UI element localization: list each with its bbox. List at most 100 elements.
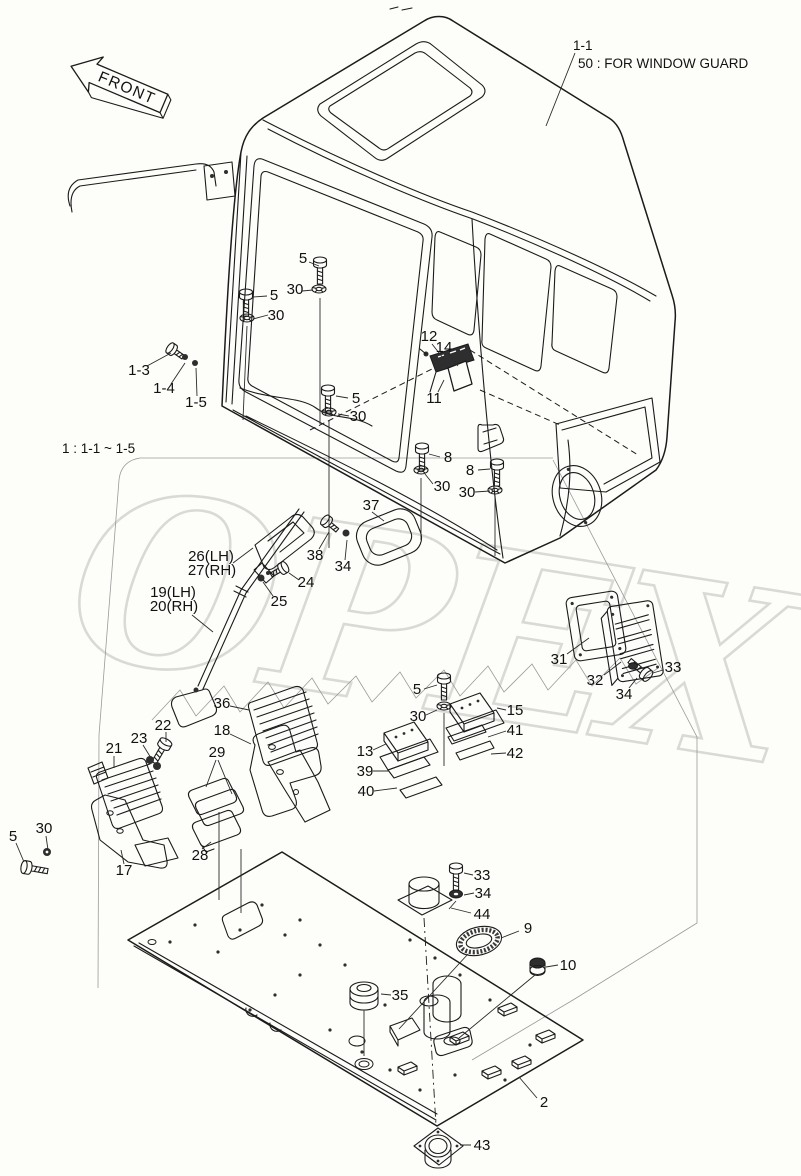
top-mark — [389, 6, 413, 11]
callout-30: 30 — [287, 281, 304, 298]
window-guard-note: 50 : FOR WINDOW GUARD — [578, 56, 749, 71]
cap-10 — [529, 957, 546, 977]
grab-rail — [67, 163, 217, 213]
callout-24: 24 — [298, 574, 315, 591]
cab-drawing — [67, 6, 677, 564]
callout-19(LH): 19(LH) — [150, 584, 196, 601]
callout-15: 15 — [507, 702, 524, 719]
pedal-parts — [19, 672, 505, 879]
callout-34: 34 — [616, 686, 633, 703]
lever-19-20 — [170, 508, 305, 728]
callout-30: 30 — [434, 478, 451, 495]
callout-14: 14 — [436, 339, 453, 356]
lever-17 — [90, 794, 179, 869]
assembly-lines — [218, 298, 536, 1127]
callout-38: 38 — [307, 547, 324, 564]
group-range-note: 1 : 1-1 ~ 1-5 — [62, 441, 135, 456]
wiper-arm — [429, 371, 437, 393]
rear-panel — [555, 397, 661, 493]
isolator-35 — [348, 981, 379, 1070]
callout-25: 25 — [271, 593, 288, 610]
callout-33: 33 — [474, 867, 491, 884]
callout-8: 8 — [466, 462, 474, 479]
callout-8: 8 — [444, 449, 452, 466]
callout-20(RH): 20(RH) — [150, 598, 198, 615]
callout-27(RH): 27(RH) — [188, 562, 236, 579]
hidden-edges — [309, 349, 639, 456]
callout-21: 21 — [106, 740, 123, 757]
callout-31: 31 — [551, 651, 568, 668]
door-latch-bracket — [477, 423, 505, 453]
quarter-window — [431, 231, 482, 336]
callout-11: 11 — [426, 390, 442, 407]
callout-37: 37 — [363, 497, 380, 514]
angle-40 — [399, 776, 443, 799]
callout-33: 33 — [665, 659, 682, 676]
grommet-9 — [455, 925, 503, 957]
callout-43: 43 — [474, 1137, 491, 1154]
callout-1-5: 1-5 — [185, 394, 207, 411]
floor-plate-drawing — [127, 851, 584, 1169]
callout-32: 32 — [587, 672, 604, 689]
callout-22: 22 — [155, 717, 172, 734]
cab-outline — [221, 15, 677, 564]
callout-30: 30 — [268, 307, 285, 324]
callout-34: 34 — [335, 558, 352, 575]
callout-30: 30 — [36, 820, 53, 837]
callout-18: 18 — [214, 722, 231, 739]
callout-30: 30 — [410, 708, 427, 725]
callout-1-3: 1-3 — [128, 362, 150, 379]
front-arrow: FRONT — [70, 56, 172, 119]
callout-5: 5 — [270, 287, 278, 304]
floor-holes — [147, 903, 532, 1092]
bracket-18 — [249, 724, 322, 817]
handle-and-lever-parts — [170, 508, 423, 728]
cab-mount-hardware — [163, 256, 505, 495]
rail-bracket — [203, 161, 236, 201]
callout-44: 44 — [474, 906, 491, 923]
pedal-21 — [87, 757, 164, 830]
callout-5: 5 — [299, 250, 307, 267]
door-pillar — [471, 218, 504, 559]
wiper-motor — [447, 360, 473, 392]
callout-26(LH): 26(LH) — [188, 548, 234, 565]
floor-plate-outline — [127, 851, 584, 1127]
floor-rect-hole — [221, 901, 264, 940]
callout-29: 29 — [209, 744, 226, 761]
roof-drip-rail — [262, 119, 657, 302]
callout-5: 5 — [9, 828, 17, 845]
cab-sill-lines — [232, 409, 571, 555]
callout-35: 35 — [392, 987, 409, 1004]
ref-note: 1-1 — [573, 38, 593, 53]
drain-cover-43 — [413, 1127, 464, 1169]
callout-40: 40 — [358, 783, 375, 800]
side-window-front — [481, 233, 552, 372]
callout-5: 5 — [352, 390, 360, 407]
callout-36: 36 — [214, 695, 231, 712]
callout-labels: 5305305301-31-41-512141183083037383426(L… — [9, 250, 682, 1154]
callout-30: 30 — [350, 408, 367, 425]
skylight — [317, 41, 486, 161]
floor-plate-flange — [133, 942, 438, 1121]
leader-lines — [15, 52, 664, 1146]
callout-2: 2 — [540, 1094, 548, 1111]
mount-44 — [397, 876, 453, 916]
plates-29 — [187, 777, 245, 827]
callout-9: 9 — [524, 920, 532, 937]
callout-17: 17 — [116, 862, 133, 879]
pedal-36 — [247, 685, 331, 823]
pedal-boots — [389, 975, 473, 1057]
callout-30: 30 — [459, 484, 476, 501]
windshield — [238, 158, 433, 473]
plate-28 — [191, 809, 242, 853]
side-window-rear — [551, 265, 618, 374]
callout-39: 39 — [357, 763, 374, 780]
callout-13: 13 — [357, 743, 374, 760]
callout-1-4: 1-4 — [153, 380, 175, 397]
callout-28: 28 — [192, 847, 209, 864]
callout-34: 34 — [475, 885, 492, 902]
callout-10: 10 — [560, 957, 577, 974]
front-left-pillar — [225, 151, 248, 405]
